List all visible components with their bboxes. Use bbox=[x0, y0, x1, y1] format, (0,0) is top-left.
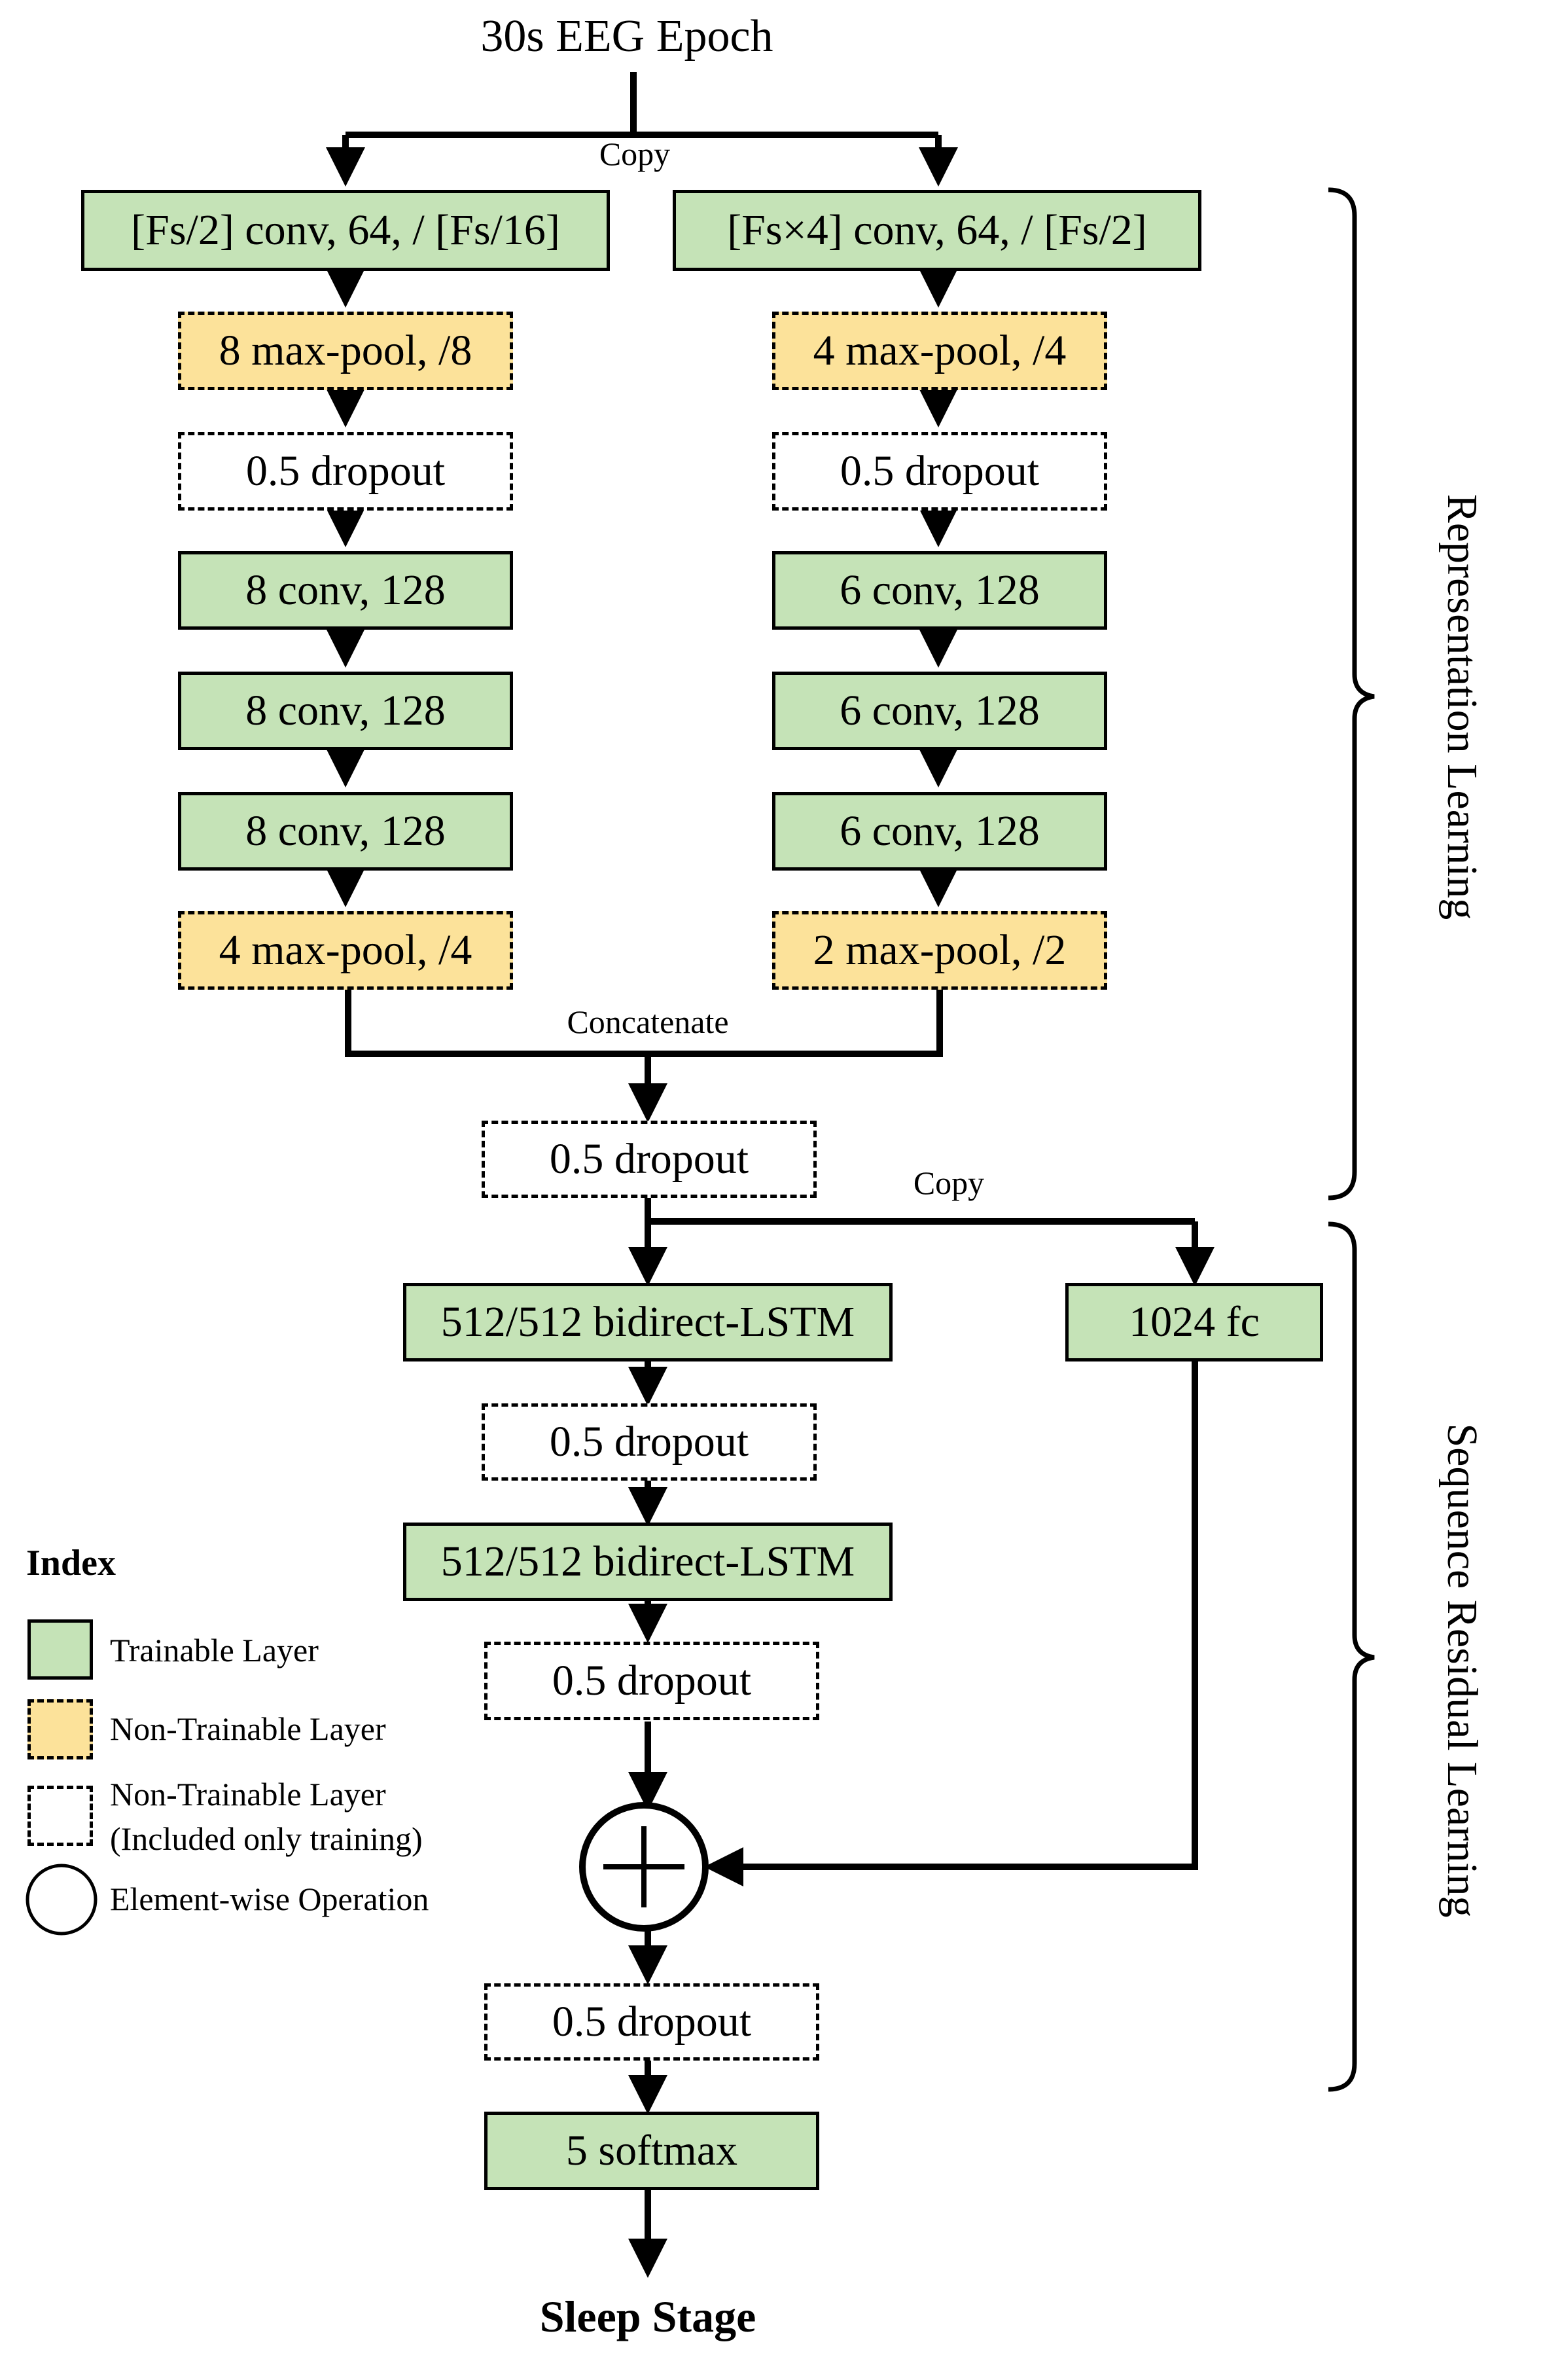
legend-operation-circle bbox=[26, 1864, 98, 1936]
legend-training-only-swatch bbox=[27, 1786, 93, 1846]
brace-sequence bbox=[1328, 1221, 1375, 2092]
concatenate-label: Concatenate bbox=[567, 1003, 729, 1040]
legend-operation-label: Element-wise Operation bbox=[110, 1881, 429, 1917]
left-conv2-block: 8 conv, 128 bbox=[178, 551, 513, 630]
copy-label-top: Copy bbox=[599, 135, 671, 172]
right-conv1-block: [Fs×4] conv, 64, / [Fs/2] bbox=[673, 190, 1201, 271]
right-conv2-block: 6 conv, 128 bbox=[772, 551, 1107, 630]
right-dropout-block: 0.5 dropout bbox=[772, 432, 1107, 511]
legend-training-only-label2: (Included only training) bbox=[110, 1820, 423, 1857]
legend-training-only-label: Non-Trainable Layer bbox=[110, 1776, 386, 1812]
input-label: 30s EEG Epoch bbox=[480, 11, 773, 62]
brace-representation bbox=[1328, 187, 1375, 1200]
seq-dropout2-block: 0.5 dropout bbox=[484, 1642, 819, 1720]
right-maxpool1-block: 4 max-pool, /4 bbox=[772, 312, 1107, 390]
legend-trainable-label: Trainable Layer bbox=[110, 1632, 319, 1668]
legend-title: Index bbox=[26, 1543, 116, 1583]
legend-non-trainable-label: Non-Trainable Layer bbox=[110, 1710, 386, 1747]
section-representation-label: Representation Learning bbox=[1438, 494, 1486, 920]
legend-non-trainable-swatch bbox=[27, 1699, 93, 1759]
seq-dropout3-block: 0.5 dropout bbox=[484, 1983, 819, 2061]
section-sequence-residual-label: Sequence Residual Learning bbox=[1438, 1423, 1486, 1918]
left-maxpool1-block: 8 max-pool, /8 bbox=[178, 312, 513, 390]
right-conv3-block: 6 conv, 128 bbox=[772, 672, 1107, 750]
left-conv3-block: 8 conv, 128 bbox=[178, 672, 513, 750]
right-conv4-block: 6 conv, 128 bbox=[772, 792, 1107, 871]
merge-dropout-block: 0.5 dropout bbox=[482, 1121, 817, 1198]
softmax-block: 5 softmax bbox=[484, 2112, 819, 2190]
left-conv1-block: [Fs/2] conv, 64, / [Fs/16] bbox=[81, 190, 610, 271]
lstm2-block: 512/512 bidirect-LSTM bbox=[403, 1523, 893, 1601]
fc-block: 1024 fc bbox=[1065, 1283, 1323, 1361]
residual-path bbox=[704, 1361, 1198, 1886]
left-dropout-block: 0.5 dropout bbox=[178, 432, 513, 511]
legend-trainable-swatch bbox=[27, 1619, 93, 1680]
left-maxpool2-block: 4 max-pool, /4 bbox=[178, 911, 513, 990]
left-conv4-block: 8 conv, 128 bbox=[178, 792, 513, 871]
copy-label-mid: Copy bbox=[913, 1164, 985, 1201]
lstm1-block: 512/512 bidirect-LSTM bbox=[403, 1283, 893, 1361]
seq-dropout1-block: 0.5 dropout bbox=[482, 1403, 817, 1481]
concat-path bbox=[345, 990, 943, 1057]
right-maxpool2-block: 2 max-pool, /2 bbox=[772, 911, 1107, 990]
output-label: Sleep Stage bbox=[539, 2292, 756, 2341]
